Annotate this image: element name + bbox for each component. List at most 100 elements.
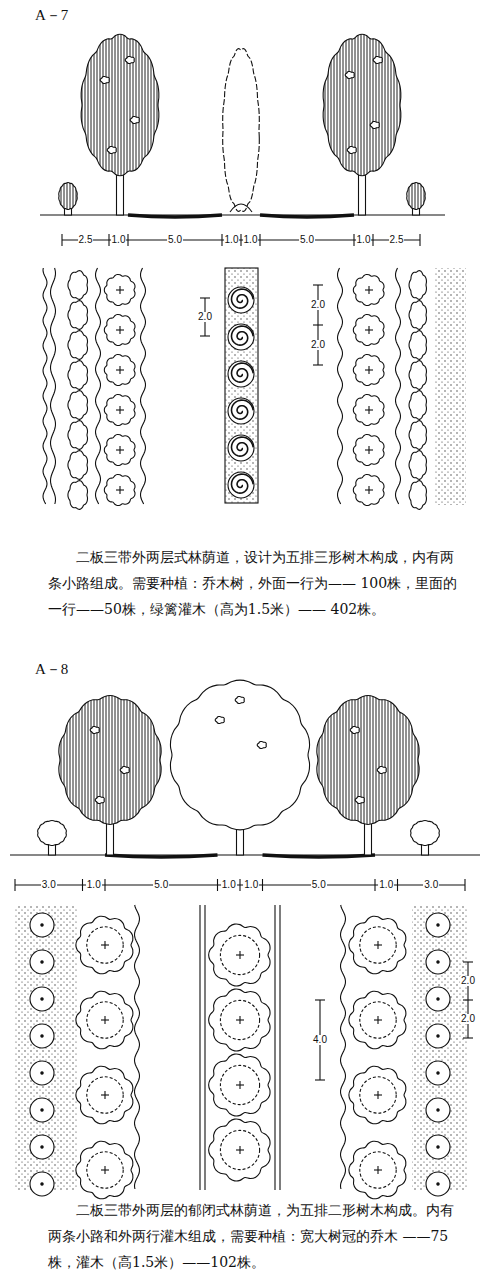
plan-a8 (426, 1172, 450, 1196)
plan-a7 (368, 446, 369, 454)
plan-a8 (76, 991, 133, 1049)
dimension-label: 1.0 (111, 235, 127, 245)
plan-a7 (338, 268, 343, 504)
elevation-a8 (90, 726, 99, 733)
plan-a8 (239, 1146, 240, 1154)
plan-a8 (437, 1072, 439, 1074)
dimension-label: 2.0 (460, 976, 476, 986)
dimension-label: 1.0 (243, 235, 259, 245)
plan-a7 (353, 314, 384, 345)
elevation-a8 (350, 726, 359, 733)
plan-a7 (68, 331, 88, 360)
elevation-a8 (38, 821, 67, 846)
elevation-a7 (130, 116, 139, 123)
plan-a8 (104, 941, 105, 949)
plan-a8 (377, 941, 378, 949)
plan-a7 (353, 394, 384, 425)
dimension-label: 1.0 (224, 235, 240, 245)
plan-a8 (104, 1166, 105, 1174)
plan-a7 (368, 406, 369, 414)
plan-a7 (96, 268, 101, 504)
plan-a8 (341, 905, 346, 1189)
plan-a8 (315, 1079, 325, 1080)
plan-a7 (409, 391, 426, 420)
plan-a8 (30, 950, 54, 974)
plan-a8 (349, 991, 406, 1049)
plan-a8 (41, 924, 43, 926)
dimension-label: 3.0 (423, 880, 439, 890)
plan-a7 (231, 400, 253, 419)
plan-a8 (76, 1066, 133, 1124)
dimension-line (108, 234, 109, 246)
plan-a8 (87, 1077, 123, 1113)
elevation-a8 (263, 855, 376, 857)
plan-a8 (239, 1081, 240, 1089)
elevation-a7 (370, 121, 379, 128)
plan-a7 (228, 324, 254, 350)
elevation-a7 (81, 34, 159, 175)
plan-a7 (104, 274, 135, 305)
elevation-a7 (345, 71, 354, 78)
dimension-line (15, 879, 465, 891)
dimension-label: 4.0 (312, 1035, 328, 1045)
plan-a8 (30, 1024, 54, 1048)
plan-a8 (15, 905, 77, 1190)
plan-a7 (409, 361, 426, 390)
plan-a8 (220, 1000, 259, 1039)
plan-a8 (463, 1037, 473, 1038)
plan-a8 (360, 927, 396, 963)
elevation-a8 (257, 741, 266, 748)
plan-a8 (30, 1061, 54, 1085)
elevation-a7 (260, 215, 354, 217)
plan-a7 (119, 326, 120, 334)
elevation-a7 (59, 182, 77, 209)
plan-a8 (437, 1146, 439, 1148)
plan-a7 (119, 446, 120, 454)
plan-a7 (200, 297, 210, 298)
plan-a7 (231, 363, 253, 382)
elevation-a7 (323, 34, 401, 175)
dimension-line (14, 879, 15, 891)
plan-a8 (412, 905, 468, 1190)
elevation-a8 (170, 680, 309, 830)
plan-a7 (353, 474, 384, 505)
plan-a8 (437, 961, 439, 963)
elevation-a7 (40, 34, 445, 217)
dimension-line (374, 879, 375, 891)
plan-a7 (313, 284, 323, 285)
plan-a8 (315, 999, 325, 1000)
plan-a7 (353, 354, 384, 385)
plan-a8 (274, 905, 275, 1190)
elevation-a7 (100, 76, 109, 83)
dimension-line (61, 234, 62, 246)
elevation-a7 (373, 56, 382, 63)
plan-a7 (368, 486, 369, 494)
plan-a8 (349, 1141, 406, 1199)
plan-a7 (368, 286, 369, 294)
plan-a8 (41, 1109, 43, 1111)
dimension-label: 2.5 (389, 235, 405, 245)
plan-a7 (68, 391, 88, 420)
dimension-label: 2.0 (197, 312, 213, 322)
dimension-label: 5.0 (311, 880, 327, 890)
dimension-line (397, 879, 398, 891)
plan-a7 (43, 268, 466, 509)
plan-a7 (200, 335, 210, 336)
figure-number: A－8 (35, 660, 68, 679)
plan-a8 (76, 916, 133, 974)
plan-a8 (377, 1166, 378, 1174)
plan-a7 (368, 366, 369, 374)
dimension-label: 1.0 (221, 880, 237, 890)
plan-a8 (437, 1183, 439, 1185)
dimension-line (353, 234, 354, 246)
plan-a8 (360, 1152, 396, 1188)
dimension-label: 1.0 (356, 235, 372, 245)
plan-a8 (30, 1098, 54, 1122)
dimension-line (217, 879, 218, 891)
plan-a8 (30, 913, 54, 937)
dimension-line (240, 234, 241, 246)
dimension-label: 2.0 (460, 1014, 476, 1024)
plan-a8 (360, 1002, 396, 1038)
